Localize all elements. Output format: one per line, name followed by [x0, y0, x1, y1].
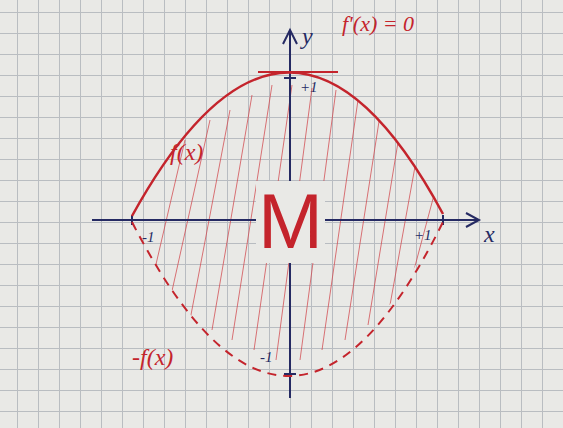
function-label: f(x) — [168, 140, 205, 165]
axis-label: x — [482, 222, 497, 247]
tick-label: -1 — [258, 350, 275, 366]
tangent-line — [258, 71, 338, 73]
axes — [92, 30, 479, 398]
tick-label: -1 — [140, 230, 157, 246]
axis-label: y — [300, 24, 315, 49]
derivative-note: f'(x) = 0 — [340, 12, 416, 35]
maximum-mark: M — [256, 181, 325, 263]
tick-label: +1 — [298, 80, 320, 96]
tick-label: +1 — [412, 228, 434, 244]
function-label: -f(x) — [130, 345, 175, 370]
